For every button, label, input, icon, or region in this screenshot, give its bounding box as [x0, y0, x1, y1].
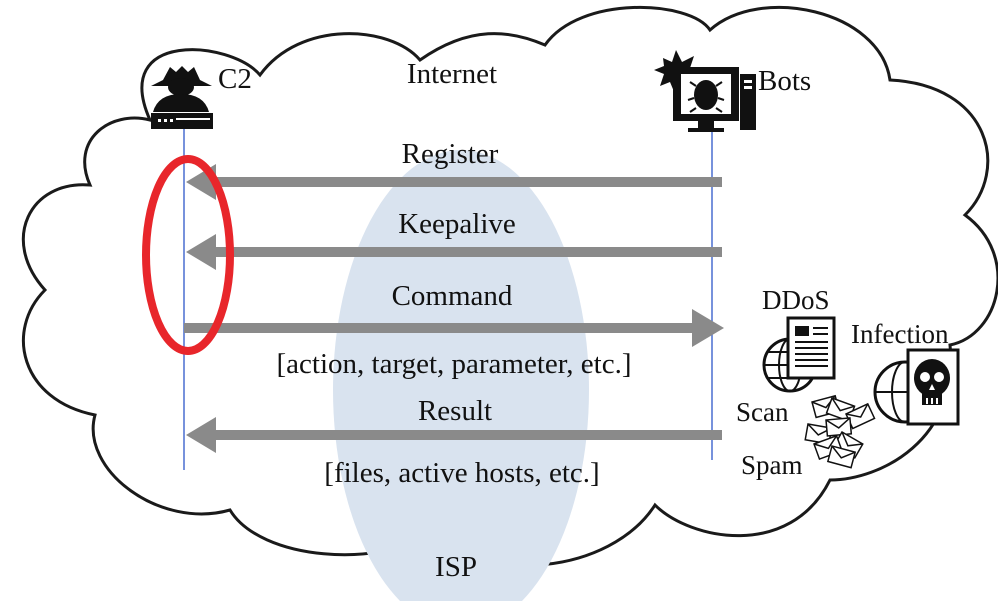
- scan-label: Scan: [736, 397, 789, 427]
- command-arrow: [184, 309, 724, 347]
- register-label: Register: [402, 138, 499, 170]
- result-arrow: [186, 417, 722, 453]
- isp-ellipse: [333, 150, 589, 606]
- keepalive-label: Keepalive: [398, 208, 516, 240]
- infection-label: Infection: [851, 319, 949, 349]
- spam-label: Spam: [741, 450, 803, 480]
- web-document-icon: [762, 316, 836, 393]
- isp-label: ISP: [435, 551, 477, 583]
- c2-highlight-ellipse: [142, 155, 234, 355]
- command-detail-label: [action, target, parameter, etc.]: [277, 348, 632, 380]
- c2-label: C2: [218, 63, 252, 95]
- skull-globe-icon: [873, 348, 960, 426]
- mail-pile-icon: [804, 394, 876, 469]
- keepalive-arrow: [186, 234, 722, 270]
- infected-computer-icon: [654, 50, 756, 132]
- ddos-label: DDoS: [762, 285, 830, 315]
- result-detail-label: [files, active hosts, etc.]: [324, 457, 599, 489]
- hacker-icon: [151, 66, 213, 129]
- bots-label: Bots: [758, 65, 811, 97]
- result-label: Result: [418, 395, 492, 427]
- internet-label: Internet: [407, 58, 497, 90]
- command-label: Command: [392, 280, 513, 312]
